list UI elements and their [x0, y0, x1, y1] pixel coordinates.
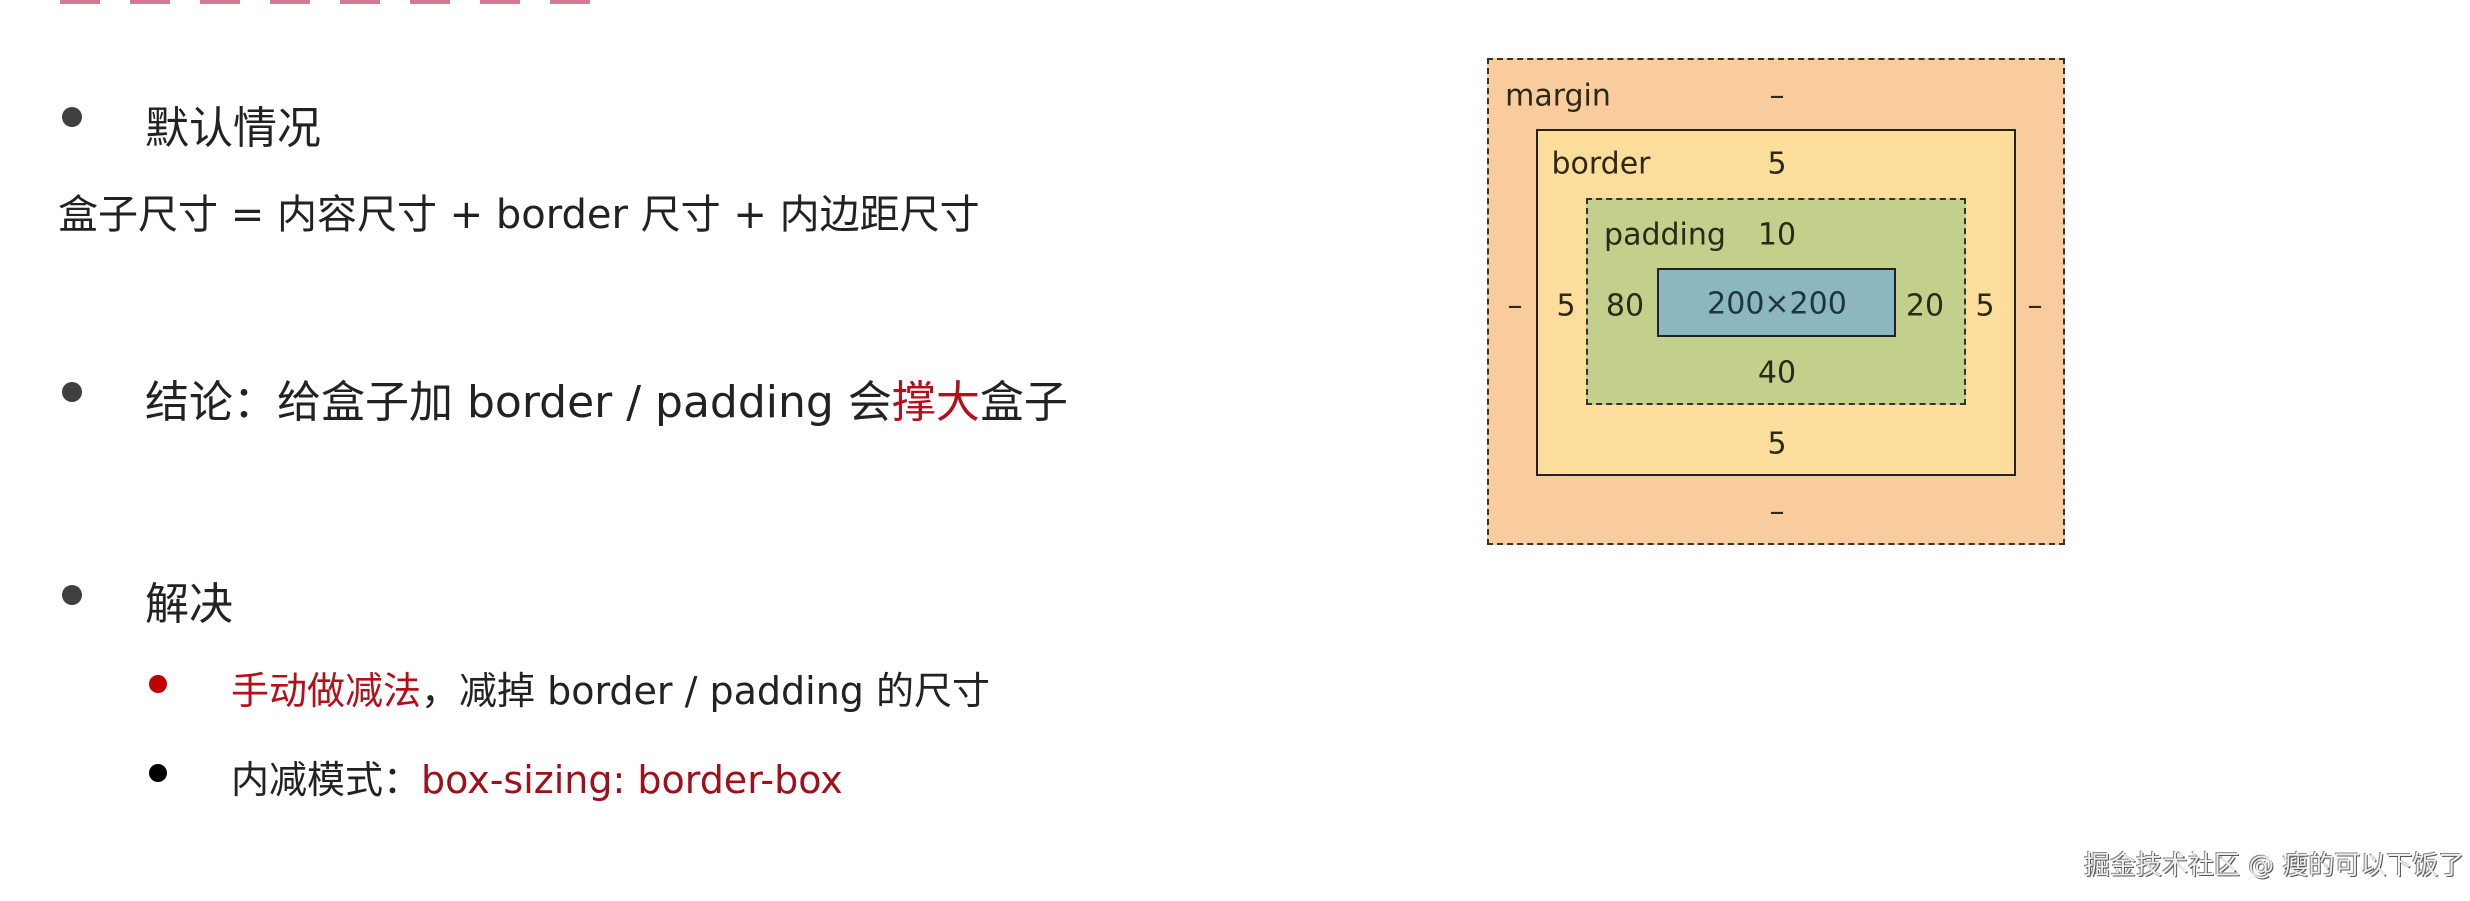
bullet-solution: 解决 [145, 579, 233, 630]
formula-text: 盒子尺寸 = 内容尺寸 + border 尺寸 + 内边距尺寸 [58, 192, 980, 238]
bullet-icon [149, 675, 167, 693]
padding-label: padding [1604, 217, 1726, 253]
margin-right: – [2027, 288, 2043, 324]
margin-bottom: – [1769, 494, 1785, 530]
border-top: 5 [1767, 146, 1787, 182]
bullet-icon [149, 764, 167, 782]
conclusion-highlight: 撑大 [891, 377, 980, 428]
watermark: 掘金技术社区 @ 瘦的可以下饭了 [2084, 851, 2465, 881]
slide-title-cut-off [60, 0, 620, 4]
border-right: 5 [1975, 288, 1995, 324]
border-bottom: 5 [1767, 426, 1787, 462]
padding-right: 20 [1905, 288, 1945, 324]
bullet-icon [62, 107, 82, 127]
conclusion-text: 结论：给盒子加 border / padding 会 [145, 377, 892, 428]
padding-top: 10 [1757, 217, 1797, 253]
manual-text: ，减掉 border / padding 的尺寸 [421, 669, 990, 713]
conclusion-suffix: 盒子 [979, 377, 1068, 428]
bullet-conclusion: 结论：给盒子加 border / padding 会撑大盒子 [145, 366, 1068, 430]
bullet-default: 默认情况 [145, 103, 321, 154]
margin-top: – [1769, 78, 1785, 114]
border-box-label: 内减模式： [231, 758, 422, 802]
sub-bullet-border-box: 内减模式：box-sizing: border-box [231, 749, 843, 804]
margin-label: margin [1505, 78, 1611, 114]
border-box-code: box-sizing: border-box [421, 758, 843, 802]
padding-left: 80 [1605, 288, 1645, 324]
bullet-icon [62, 382, 82, 402]
manual-highlight: 手动做减法 [231, 669, 422, 713]
content-box [1657, 268, 1896, 337]
bullet-icon [62, 585, 82, 605]
border-left: 5 [1556, 288, 1576, 324]
padding-bottom: 40 [1757, 355, 1797, 391]
sub-bullet-manual: 手动做减法，减掉 border / padding 的尺寸 [231, 660, 990, 715]
margin-left: – [1507, 288, 1523, 324]
content-size: 200×200 [1707, 286, 1847, 322]
border-label: border [1551, 146, 1651, 182]
